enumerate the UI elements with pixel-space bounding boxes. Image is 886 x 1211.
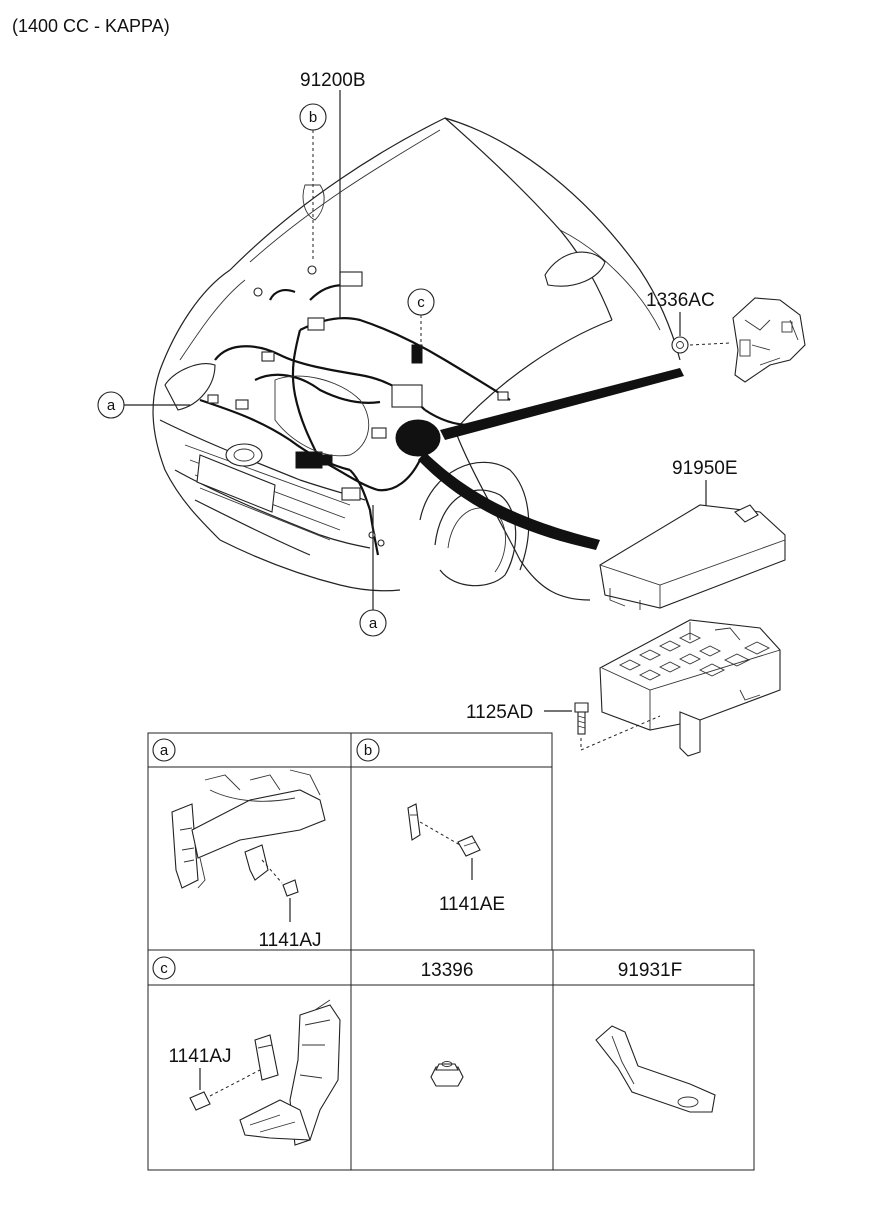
detail-table — [147, 732, 755, 1171]
callout-b-top: b — [299, 103, 327, 262]
svg-text:b: b — [364, 742, 372, 759]
detail-c-header: c — [152, 956, 176, 980]
callout-a-bottom: a — [359, 505, 387, 637]
detail-a-header: a — [152, 738, 176, 762]
svg-text:c: c — [417, 294, 425, 311]
callout-c-top: c — [407, 288, 435, 352]
nut-1336AC-illustration — [671, 336, 731, 354]
part-label-91200B: 91200B — [300, 70, 366, 91]
detail-b-illustration: 1141AE — [407, 803, 505, 915]
detail-a-illustration: 1141AJ — [171, 769, 326, 951]
engine-label: (1400 CC - KAPPA) — [12, 16, 170, 36]
car-body-illustration — [152, 117, 681, 601]
detail-b-part-1141AE: 1141AE — [439, 894, 505, 915]
detail-13396-header: 13396 — [421, 960, 474, 981]
zoom-wedge-upper — [440, 368, 684, 440]
detail-a-part-1141AJ: 1141AJ — [258, 930, 321, 951]
detail-b-header: b — [356, 738, 380, 762]
part-label-91950E: 91950E — [672, 458, 738, 479]
bolt-1125AD-illustration — [574, 702, 661, 751]
fuse-box-body-illustration — [599, 619, 781, 757]
zoom-wedge-lower — [418, 452, 600, 550]
svg-text:a: a — [369, 615, 378, 632]
detail-c-illustration: 1141AJ — [168, 999, 341, 1146]
part-label-1125AD: 1125AD — [466, 702, 533, 723]
svg-text:a: a — [107, 397, 116, 414]
fuse-box-cover-illustration — [599, 504, 786, 610]
svg-text:c: c — [160, 960, 168, 977]
callout-a-left: a — [97, 391, 190, 419]
main-harness-illustration — [199, 265, 511, 556]
part-label-1336AC: 1336AC — [646, 290, 715, 311]
detail-13396-nut-illustration — [430, 1061, 464, 1087]
detail-c-part-1141AJ: 1141AJ — [168, 1046, 231, 1067]
detail-91931F-bracket-illustration — [595, 1025, 716, 1113]
svg-text:a: a — [160, 742, 169, 759]
svg-text:b: b — [309, 109, 317, 126]
detail-91931F-header: 91931F — [618, 960, 682, 981]
bracket-illustration — [732, 297, 806, 383]
